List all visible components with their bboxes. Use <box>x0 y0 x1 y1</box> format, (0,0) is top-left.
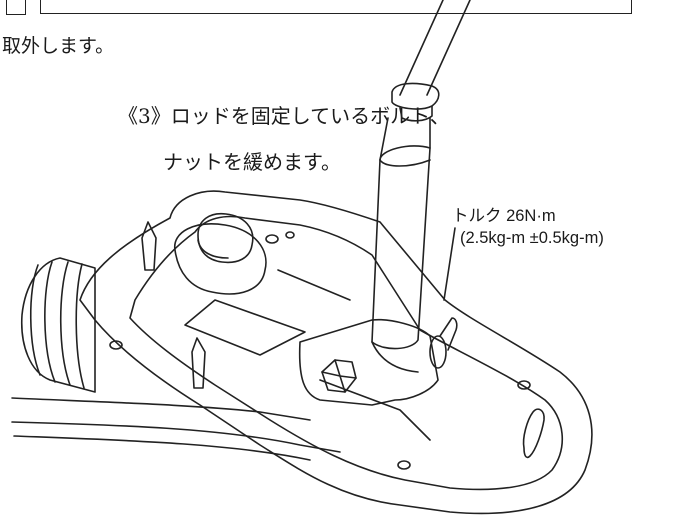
boot-outline <box>22 258 95 392</box>
pipe-upper <box>12 398 310 420</box>
torque-leader-line <box>444 228 455 300</box>
pipe-middle <box>12 422 340 452</box>
base-plate-outline <box>80 191 592 513</box>
mounting-slot <box>524 409 545 457</box>
step3-instruction-line1: 《3》ロッドを固定しているボルト、 <box>118 104 450 128</box>
rod-clamp <box>300 320 438 405</box>
bolt-hole <box>518 381 530 389</box>
torque-label: トルク 26N·m <box>452 207 556 225</box>
step3-instruction-line2: ナットを緩めます。 <box>163 150 341 174</box>
bolt-hole <box>266 235 278 243</box>
torque-value: (2.5kg-m ±0.5kg-m) <box>460 229 604 247</box>
base-plate-inner-rim <box>130 217 562 490</box>
bolt-hole <box>398 461 410 469</box>
rod-upper <box>400 0 443 95</box>
stud-center <box>192 338 205 388</box>
removal-instruction: 取外します。 <box>2 35 115 57</box>
stud-left <box>142 222 156 270</box>
rod-bushing <box>392 84 439 109</box>
pipe-lower <box>14 436 310 460</box>
bolt-hole <box>286 232 294 238</box>
caption-box <box>40 0 632 14</box>
clamp-bolt-right <box>430 336 446 368</box>
step-number-box <box>6 0 26 15</box>
rod-tube <box>372 146 430 349</box>
bolt-hole <box>110 341 122 349</box>
torque-callout: トルク 26N·m (2.5kg-m ±0.5kg-m) <box>452 205 604 249</box>
